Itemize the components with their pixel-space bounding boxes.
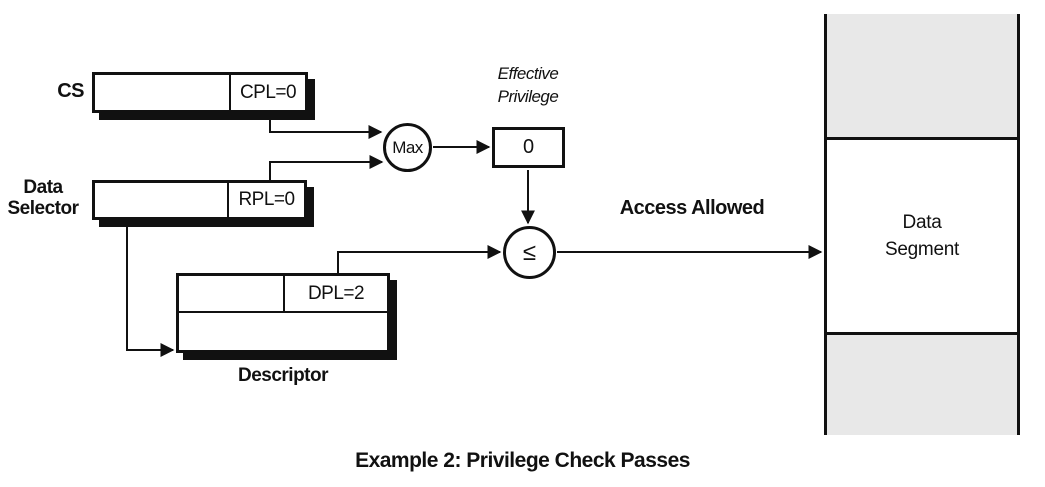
cs-register-label: CS (57, 80, 84, 102)
data-segment-label-line1: Data (902, 212, 942, 233)
descriptor-box: DPL=2 (176, 273, 390, 353)
effective-privilege-label-line1: Effective (497, 64, 559, 83)
rpl-field: RPL=0 (227, 183, 304, 217)
wire-cpl-to-max (269, 114, 383, 139)
data-selector-box: RPL=0 (92, 180, 307, 220)
descriptor-bottom-row (179, 313, 387, 350)
comparator-node: ≤ (503, 226, 556, 279)
effective-privilege-label: Effective Privilege (458, 62, 598, 108)
cs-register-box: CPL=0 (92, 72, 308, 113)
wire-rpl-to-max (269, 155, 384, 181)
descriptor-label: Descriptor (237, 365, 329, 386)
wire-dpl-to-comparator (337, 245, 502, 274)
data-segment-label: Data Segment (827, 140, 1017, 335)
data-selector-label: Data Selector (4, 177, 82, 219)
cpl-field: CPL=0 (229, 75, 305, 110)
data-segment-column: Data Segment (824, 14, 1020, 435)
descriptor-top-row: DPL=2 (179, 276, 387, 313)
wire-selector-to-descriptor (126, 224, 175, 357)
data-segment-upper-region (827, 14, 1017, 140)
data-selector-index-field (95, 183, 227, 217)
max-node: Max (383, 123, 432, 172)
data-selector-label-line1: Data (23, 177, 63, 198)
data-segment-label-line2: Segment (885, 239, 959, 260)
cs-selector-field (95, 75, 229, 110)
effective-privilege-box: 0 (492, 127, 565, 168)
caption: Example 2: Privilege Check Passes (355, 449, 690, 472)
descriptor-base-field (179, 276, 283, 311)
access-allowed-label: Access Allowed (619, 197, 765, 219)
dpl-field: DPL=2 (283, 276, 387, 311)
data-segment-lower-region (827, 335, 1017, 435)
data-selector-label-line2: Selector (7, 198, 79, 219)
effective-privilege-label-line2: Privilege (497, 87, 559, 106)
